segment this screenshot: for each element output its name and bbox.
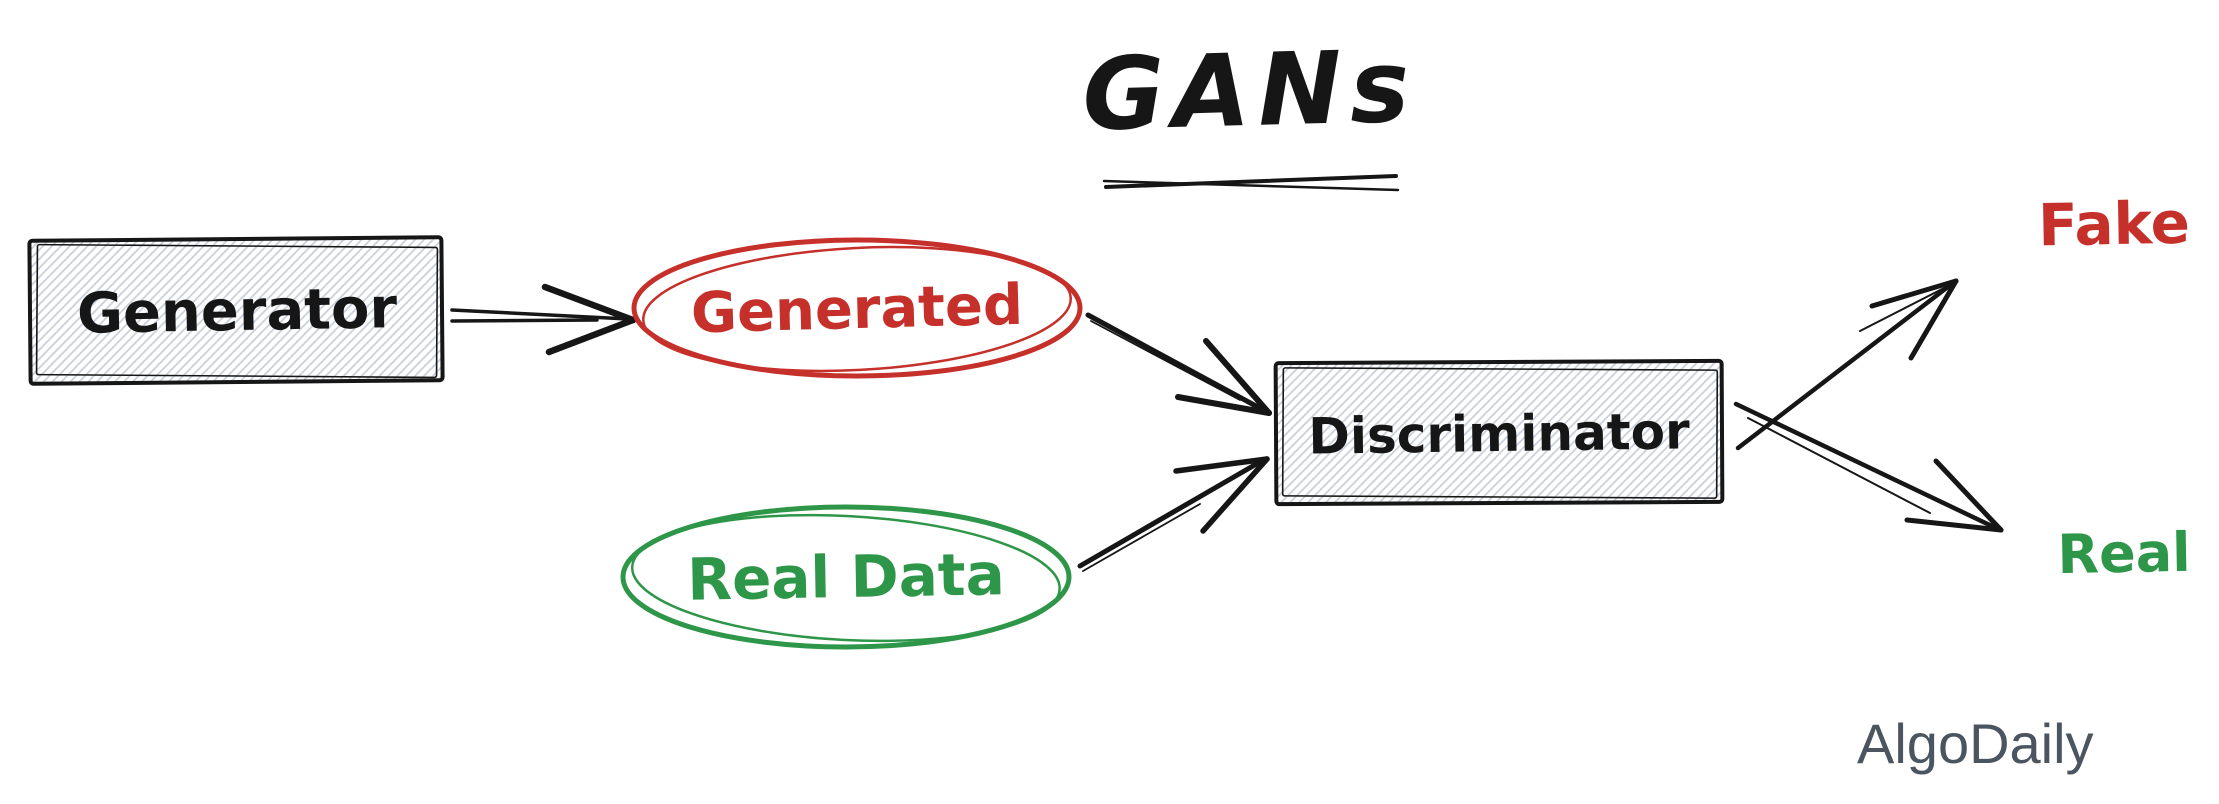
discriminator-box xyxy=(1273,358,1725,507)
arrow-generator-to-generated xyxy=(450,283,637,356)
node-real-data: Real Data xyxy=(620,504,1072,650)
real-data-ellipse xyxy=(620,504,1072,650)
node-generator: Generator xyxy=(27,235,445,386)
discriminator-box-sketch-echo xyxy=(1281,367,1719,499)
generator-box-sketch-echo xyxy=(35,243,439,379)
generated-ellipse-sketch-echo xyxy=(642,245,1072,373)
generated-ellipse xyxy=(631,237,1083,379)
generated-label: Generated xyxy=(690,273,1024,347)
real-data-ellipse-sketch-echo xyxy=(630,513,1061,643)
title-group: GANs xyxy=(1081,28,1419,192)
diagram-title: GANs xyxy=(1081,28,1419,154)
real-data-label: Real Data xyxy=(687,540,1005,614)
fake-label: Fake xyxy=(2038,189,2191,260)
real-label: Real xyxy=(2057,521,2191,586)
arrow-discriminator-to-real xyxy=(1733,401,2004,533)
arrow-generated-to-discriminator xyxy=(1085,312,1272,416)
discriminator-label: Discriminator xyxy=(1308,402,1690,465)
generator-label: Generator xyxy=(76,276,398,347)
node-discriminator: Discriminator xyxy=(1273,358,1725,507)
watermark: AlgoDaily xyxy=(1857,712,2094,775)
generator-box xyxy=(27,235,445,386)
arrow-real-data-to-discriminator xyxy=(1077,456,1270,572)
node-generated: Generated xyxy=(631,237,1083,379)
title-underline xyxy=(1102,174,1400,192)
